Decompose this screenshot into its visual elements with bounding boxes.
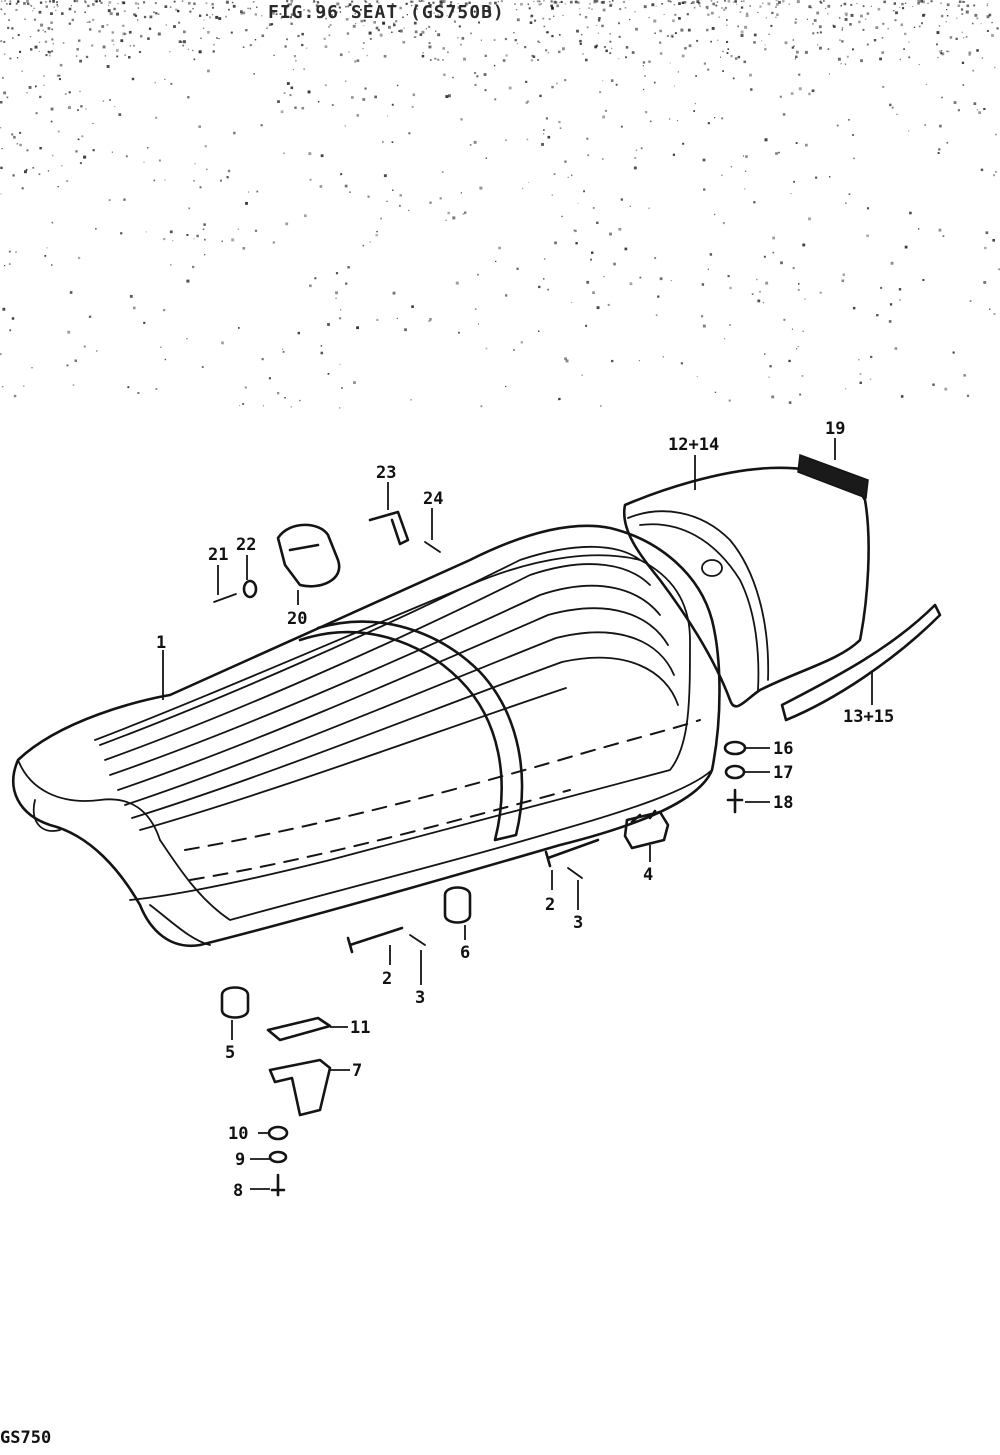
- nut-17: [724, 764, 746, 780]
- tail-cowl-hole: [701, 559, 723, 577]
- cushion-4: [623, 809, 670, 850]
- tail-cowl: [622, 453, 942, 722]
- callout-21: 21: [208, 545, 228, 565]
- side-piping-lower: [189, 789, 571, 881]
- seat-lock-20: [276, 523, 341, 588]
- callout-11: 11: [350, 1018, 370, 1038]
- side-piping: [184, 719, 701, 851]
- callout-10: 10: [228, 1124, 248, 1144]
- callout-13-15: 13+15: [843, 707, 894, 727]
- callout-4: 4: [643, 865, 653, 885]
- seat-pleats: [99, 545, 679, 831]
- callout-20: 20: [287, 609, 307, 629]
- callout-8: 8: [233, 1181, 243, 1201]
- callout-2b: 2: [545, 895, 555, 915]
- washer-22: [242, 579, 258, 599]
- figure-title: FIG.96 SEAT (GS750B): [268, 2, 505, 23]
- callout-19: 19: [825, 419, 845, 439]
- callout-3a: 3: [415, 988, 425, 1008]
- seat-nose: [17, 759, 161, 841]
- callout-5: 5: [225, 1043, 235, 1063]
- callout-labels: 1 2 3 2 3 4 5 6 7 8 9 10 11 12+14 13+15 …: [156, 419, 894, 1201]
- model-label: GS750: [0, 1428, 52, 1448]
- bolt-18: [726, 788, 744, 814]
- clip-3a: [409, 934, 426, 946]
- leader-lines: [162, 438, 873, 1190]
- cushion-5: [220, 986, 250, 1019]
- tail-cowl-outline: [622, 466, 870, 708]
- plate-11: [266, 1016, 332, 1042]
- cushion-border: [94, 554, 691, 901]
- callout-12-14: 12+14: [668, 435, 719, 455]
- side-stripe: [780, 603, 942, 722]
- callout-6: 6: [460, 943, 470, 963]
- callout-9: 9: [235, 1150, 245, 1170]
- bolt-8: [270, 1173, 286, 1197]
- callout-16: 16: [773, 739, 793, 759]
- washer-9: [268, 1150, 288, 1164]
- callout-7: 7: [352, 1061, 362, 1081]
- washer-10: [267, 1125, 289, 1141]
- washer-16: [723, 740, 747, 756]
- scan-noise-texture: [0, 0, 1000, 409]
- callout-22: 22: [236, 535, 256, 555]
- callout-18: 18: [773, 793, 793, 813]
- emblem-badge: [797, 453, 869, 500]
- callout-24: 24: [423, 489, 443, 509]
- seat-strap: [298, 620, 524, 842]
- seat-assembly: [12, 524, 721, 948]
- pin-2b: [544, 838, 600, 868]
- bolt-24: [424, 541, 441, 553]
- bolt-21: [213, 593, 237, 603]
- callout-23: 23: [376, 463, 396, 483]
- clip-3b: [567, 867, 583, 879]
- callout-17: 17: [773, 763, 793, 783]
- callout-1: 1: [156, 633, 166, 653]
- callout-2a: 2: [382, 969, 392, 989]
- cushion-6: [443, 886, 472, 924]
- tail-cowl-inner-lip: [627, 510, 770, 691]
- pin-2a: [346, 926, 404, 954]
- seat-side-panel: [149, 769, 713, 946]
- callout-3b: 3: [573, 913, 583, 933]
- bracket-23: [368, 510, 410, 546]
- bracket-7: [268, 1058, 332, 1117]
- hardware-parts: [213, 510, 747, 1197]
